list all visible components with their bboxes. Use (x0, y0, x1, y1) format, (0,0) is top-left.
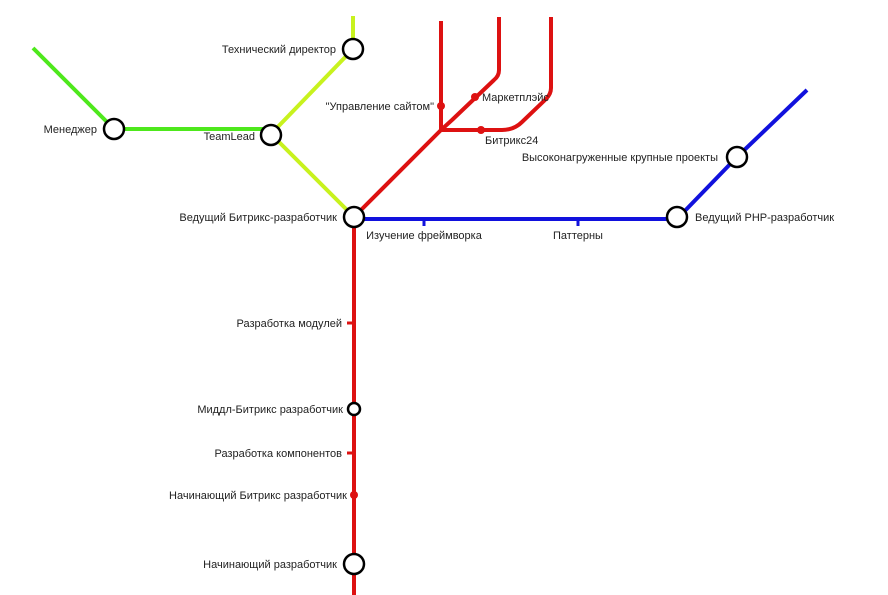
label-tech-director: Технический директор (222, 44, 336, 56)
label-marketplace: Маркетплэйс (482, 92, 549, 104)
label-teamlead: TeamLead (204, 131, 255, 143)
station-highload[interactable] (725, 145, 749, 169)
line-blue (354, 88, 809, 221)
station-tech-director[interactable] (341, 37, 365, 61)
station-teamlead[interactable] (259, 123, 283, 147)
line-red-branch-b24 (441, 17, 553, 132)
station-junior-dev[interactable] (342, 552, 366, 576)
station-manager[interactable] (102, 117, 126, 141)
labels: Технический директор Менеджер TeamLead В… (44, 44, 835, 571)
label-lead-bitrix: Ведущий Битрикс-разработчик (179, 212, 337, 224)
label-components: Разработка компонентов (214, 448, 342, 460)
stations (102, 37, 749, 576)
label-lead-php: Ведущий PHP-разработчик (695, 212, 834, 224)
label-junior-bitrix: Начинающий Битрикс разработчик (169, 490, 347, 502)
station-lead-bitrix[interactable] (342, 205, 366, 229)
dots (350, 93, 485, 499)
line-red-branch-market (439, 17, 501, 132)
dot-marketplace[interactable] (471, 93, 479, 101)
ticks (347, 219, 580, 455)
label-framework: Изучение фреймворка (366, 230, 483, 242)
dot-bitrix24[interactable] (477, 126, 485, 134)
label-highload: Высоконагруженные крупные проекты (522, 152, 718, 164)
label-manager: Менеджер (44, 124, 97, 136)
station-middle-bitrix[interactable] (346, 401, 362, 417)
line-lime (269, 16, 356, 219)
label-patterns: Паттерны (553, 230, 603, 242)
station-lead-php[interactable] (665, 205, 689, 229)
label-modules: Разработка модулей (237, 318, 342, 330)
line-red-main (352, 128, 443, 595)
label-middle-bitrix: Миддл-Битрикс разработчик (197, 404, 343, 416)
label-bitrix24: Битрикс24 (485, 135, 538, 147)
label-junior-dev: Начинающий разработчик (203, 559, 337, 571)
label-site-management: "Управление сайтом" (326, 101, 434, 113)
dot-site-management[interactable] (437, 102, 445, 110)
line-green (31, 46, 271, 131)
dot-junior-bitrix[interactable] (350, 491, 358, 499)
